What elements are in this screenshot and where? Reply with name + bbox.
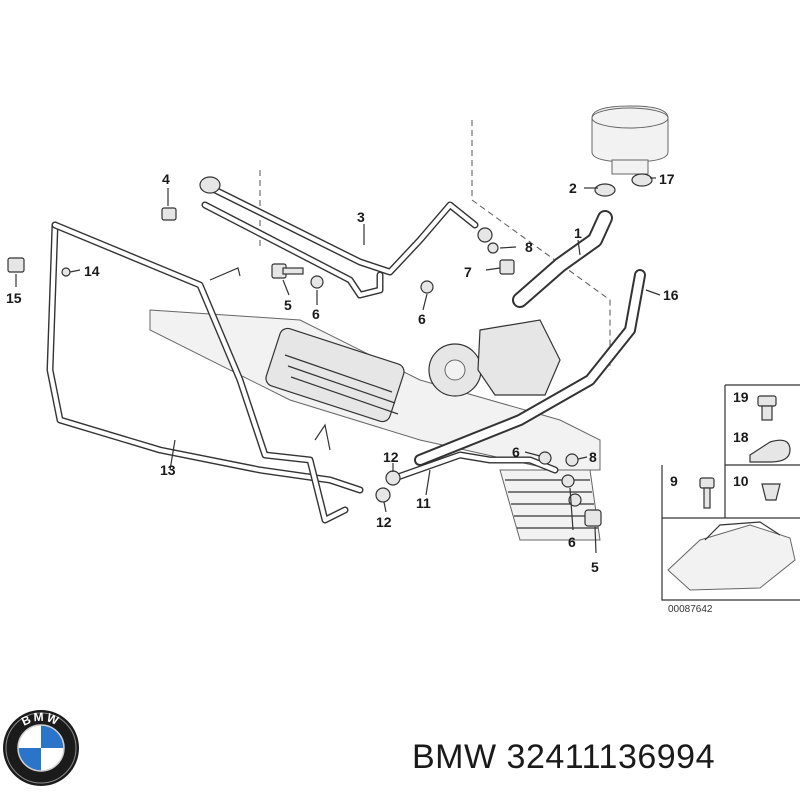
diagram-number: 00087642 [668,604,713,615]
callout-6: 6 [568,534,576,550]
fluid-reservoir [591,105,669,175]
callout-12: 12 [383,449,399,465]
part-number-caption: BMW 32411136994 [412,738,715,777]
callout-3: 3 [357,209,365,225]
callout-13: 13 [160,462,176,478]
callout-15: 15 [6,290,22,306]
parts-legend-box: 00087642 [661,384,800,615]
callout-14: 14 [84,263,100,279]
callout-6: 6 [512,444,520,460]
callout-16: 16 [663,287,679,303]
hose-1 [512,210,613,308]
callout-2: 2 [569,180,577,196]
callout-8: 8 [525,239,533,255]
callout-8: 8 [589,449,597,465]
callout-labels: 1 2 3 4 5 5 6 6 6 6 7 8 8 9 10 11 12 12 … [6,171,749,575]
callout-6: 6 [312,306,320,322]
pipe-13 [46,221,364,524]
callout-5: 5 [284,297,292,313]
callout-6: 6 [418,311,426,327]
bmw-roundel-logo: BMW [3,710,79,786]
svg-text:BMW: BMW [19,710,62,729]
callout-11: 11 [416,495,431,511]
callout-18: 18 [733,429,749,445]
pipe-3 [199,176,493,299]
callout-9: 9 [670,473,678,489]
part-number: 32411136994 [506,738,716,776]
callout-5: 5 [591,559,599,575]
callout-12: 12 [376,514,392,530]
callout-19: 19 [733,389,749,405]
logo-text: BMW [19,710,60,729]
callout-1: 1 [574,225,582,241]
callout-4: 4 [162,171,170,187]
power-steering-pump [428,319,561,397]
hardware [7,173,653,527]
callout-10: 10 [733,473,749,489]
pipe-11 [391,451,559,482]
leader-lines [15,177,661,554]
callout-17: 17 [659,171,675,187]
brand-name: BMW [412,738,497,776]
hose-16 [414,269,646,466]
callout-7: 7 [464,264,472,280]
